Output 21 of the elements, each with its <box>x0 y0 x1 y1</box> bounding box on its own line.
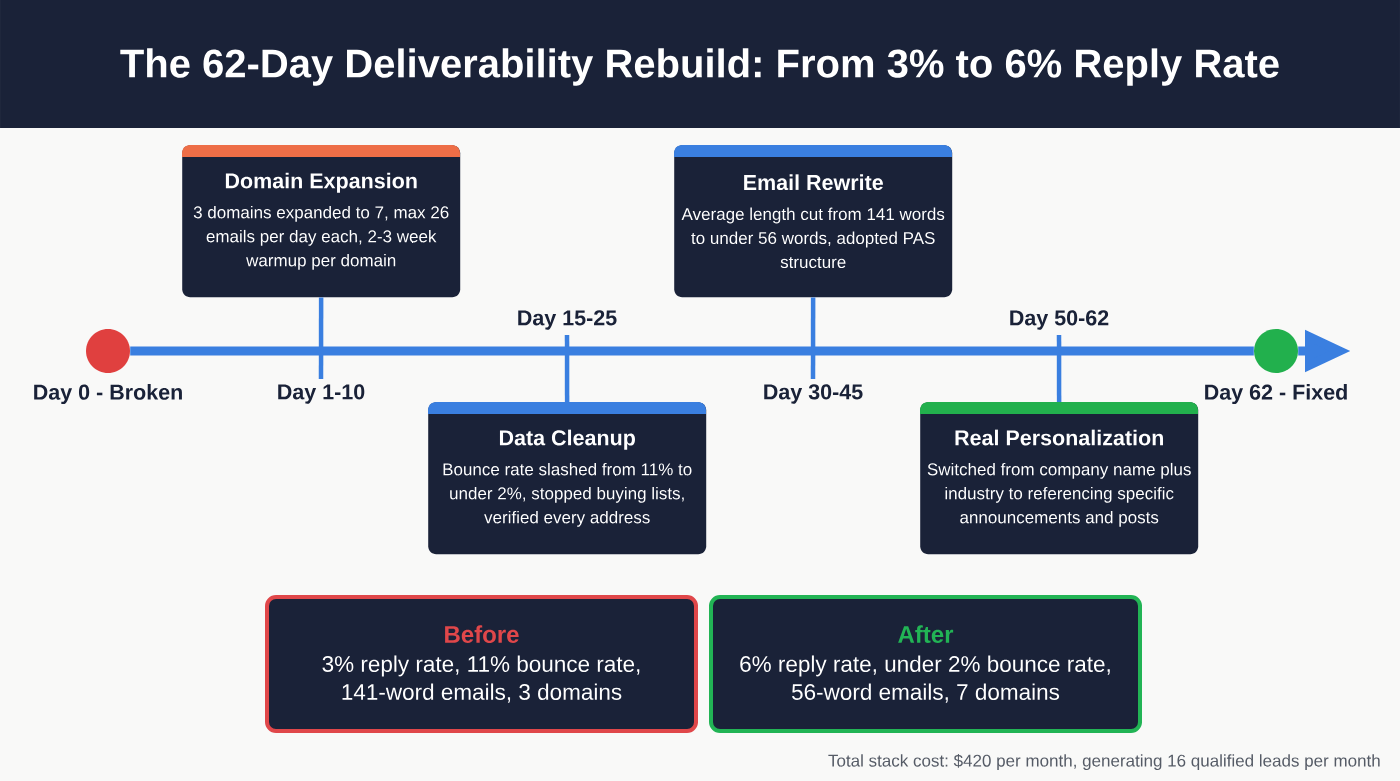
summary-box: Before 3% reply rate, 11% bounce rate, 141-word emails, 3 domains <box>265 595 698 733</box>
date-label: Day 62 - Fixed <box>1205 384 1347 404</box>
event-card: Data Cleanup Bounce rate slashed from 11% to under 2%, stopped buying lists, verified every address <box>428 402 707 555</box>
end-dot <box>1254 329 1298 373</box>
title-banner: The 62-Day Deliverability Rebuild: From 3% to 6% Reply Rate <box>0 0 1400 128</box>
connector-line <box>810 297 816 380</box>
date-label: Day 15-25 <box>518 310 617 330</box>
date-label: Day 1-10 <box>278 384 365 404</box>
connector-line <box>1056 334 1062 402</box>
summary-box: After 6% reply rate, under 2% bounce rate, 56-word emails, 7 domains <box>709 595 1142 733</box>
connector-line <box>318 297 324 380</box>
date-label: Day 50-62 <box>1010 310 1109 330</box>
start-dot <box>86 329 130 373</box>
event-card: Email Rewrite Average length cut from 141 words to under 56 words, adopted PAS structure <box>674 145 953 298</box>
footer-note: Total stack cost: $420 per month, generating 16 qualified leads per month <box>828 753 1380 771</box>
timeline-line <box>130 346 1254 356</box>
event-card: Real Personalization Switched from company name plus industry to referencing specific announcements and posts <box>920 402 1199 555</box>
date-label: Day 30-45 <box>764 384 863 404</box>
date-label: Day 0 - Broken <box>34 384 182 404</box>
event-card: Domain Expansion 3 domains expanded to 7, max 26 emails per day each, 2-3 week warmup per domain <box>182 145 461 298</box>
connector-line <box>564 334 570 402</box>
